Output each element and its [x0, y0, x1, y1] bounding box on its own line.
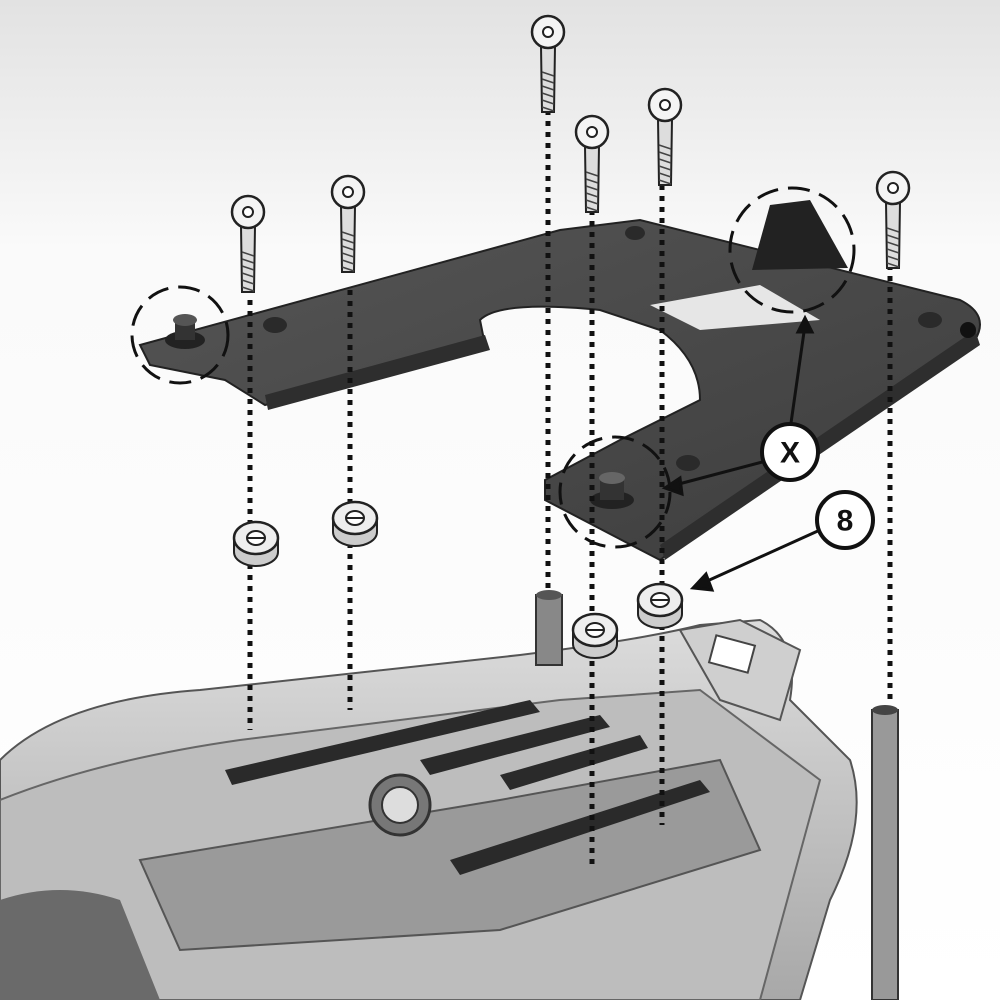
rack-slots	[225, 700, 710, 875]
hex-socket-icon	[887, 182, 899, 194]
screw	[330, 174, 366, 273]
hex-socket-icon	[659, 99, 671, 111]
washer	[571, 612, 619, 659]
highlight-circle-lock	[728, 186, 856, 314]
mounting-tube-right	[871, 705, 899, 1000]
screws	[230, 14, 911, 293]
screw	[230, 194, 266, 293]
lock-tab	[752, 200, 848, 270]
screw	[875, 170, 911, 269]
motorcycle-rack	[0, 590, 899, 1000]
mounting-tube-left	[535, 590, 563, 666]
hex-socket-icon	[242, 206, 254, 218]
highlight-circle-left	[130, 285, 230, 385]
screw	[530, 14, 566, 113]
leader-8-to-washer	[704, 528, 821, 584]
dotted-guide-lines	[247, 110, 893, 870]
callout-x: X	[760, 422, 820, 482]
highlight-circle-front	[558, 435, 672, 549]
leader-x-to-lock	[788, 324, 807, 431]
callout-8: 8	[815, 490, 875, 550]
rubber-stud-front	[590, 472, 634, 509]
washer	[331, 500, 379, 547]
washer	[232, 520, 280, 567]
hex-socket-icon	[342, 186, 354, 198]
screw	[647, 87, 683, 186]
hex-socket-icon	[542, 26, 554, 38]
washers	[232, 500, 684, 659]
leader-x-to-stud	[674, 458, 771, 487]
callout-x-label: X	[780, 437, 800, 470]
hex-socket-icon	[586, 126, 598, 138]
rubber-stud-left	[165, 314, 205, 349]
callout-8-label: 8	[837, 505, 854, 538]
screw	[574, 114, 610, 213]
washer	[636, 582, 684, 629]
